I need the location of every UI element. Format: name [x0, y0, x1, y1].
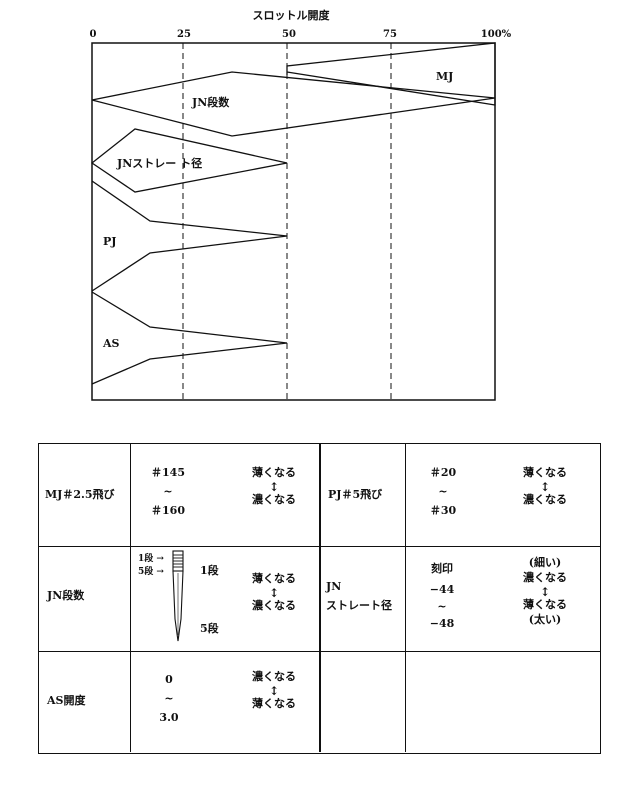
pj-effect: 薄くなる ↕ 濃くなる — [516, 466, 574, 508]
as-values: 0 ~ 3.0 — [149, 673, 189, 726]
mj-effect-richer: 濃くなる — [252, 492, 296, 506]
jn-steps-label: JN段数 — [47, 589, 85, 602]
jn-straight-label: JN ストレート径 — [326, 580, 392, 614]
jn-steps-effect-leaner: 薄くなる — [252, 572, 296, 585]
pj-label: PJ＃5飛び — [328, 488, 383, 501]
table-col-divider-2 — [319, 444, 321, 752]
up-down-arrow-icon: ↕ — [539, 479, 551, 494]
jn-straight-value-max: −48 — [429, 616, 455, 630]
jn-steps-effect-richer: 濃くなる — [252, 598, 296, 612]
jn-straight-thick: (太い) — [528, 612, 562, 626]
jn-straight-values: 刻印 −44 ~ −48 — [417, 562, 467, 631]
jn-steps-band-shape — [91, 71, 496, 137]
as-value-max: 3.0 — [159, 710, 179, 724]
pj-values: ＃20 ~ ＃30 — [423, 466, 463, 519]
as-value-min: 0 — [165, 673, 173, 686]
pj-effect-leaner: 薄くなる — [523, 466, 567, 479]
as-effect-richer: 濃くなる — [252, 670, 296, 683]
tick-label-0: 0 — [90, 29, 97, 40]
up-down-arrow-icon: ↕ — [268, 585, 280, 600]
jn-straight-thin: (細い) — [528, 556, 562, 569]
needle-step5-marker: 5段 → — [138, 567, 164, 577]
needle-step5-label: 5段 — [138, 567, 154, 577]
mj-effect-leaner: 薄くなる — [252, 466, 296, 479]
mj-label: MJ＃2.5飛び — [45, 488, 115, 501]
jn-straight-band-shape — [90, 128, 288, 193]
diagram-title: スロットル開度 — [253, 8, 331, 22]
jn-straight-label-line1: JN — [326, 580, 342, 593]
band-label-as: AS — [102, 337, 120, 350]
jn-straight-effect-leaner: 薄くなる — [523, 597, 567, 611]
as-band-shape — [91, 291, 288, 385]
mj-effect: 薄くなる ↕ 濃くなる — [245, 466, 303, 508]
jn-straight-value-range: ~ — [437, 599, 447, 613]
jn-step-bottom: 5段 — [200, 622, 219, 635]
band-label-mj: MJ — [436, 70, 453, 83]
band-label-jn-steps: JN段数 — [191, 95, 230, 109]
up-down-arrow-icon: ↕ — [539, 584, 551, 599]
jn-steps-effect: 薄くなる ↕ 濃くなる — [245, 572, 303, 614]
as-effect: 濃くなる ↕ 薄くなる — [245, 670, 303, 712]
jn-straight-marking-header: 刻印 — [431, 562, 453, 575]
settings-table: MJ＃2.5飛び ＃145 ~ ＃160 薄くなる ↕ 濃くなる PJ＃5飛び … — [38, 443, 601, 754]
pj-effect-richer: 濃くなる — [523, 492, 567, 506]
tick-label-50: 50 — [282, 29, 296, 40]
needle-step1-label: 1段 — [138, 554, 154, 564]
pj-value-max: ＃30 — [429, 503, 457, 517]
pj-value-min: ＃20 — [429, 466, 457, 479]
jn-straight-label-line2: ストレート径 — [326, 598, 392, 612]
table-col-divider-1 — [130, 444, 131, 752]
jn-straight-effect: (細い) 濃くなる ↕ 薄くなる (太い) — [514, 556, 576, 627]
jn-straight-effect-richer: 濃くなる — [523, 570, 567, 584]
band-label-jn-straight: JNストレー ト径 — [116, 156, 202, 170]
up-down-arrow-icon: ↕ — [268, 683, 280, 698]
throttle-opening-diagram: スロットル開度 0 25 50 75 100% MJ JN段数 JNストレー ト… — [90, 8, 512, 401]
as-value-range: ~ — [164, 691, 174, 705]
table-col-divider-3 — [405, 444, 406, 752]
jet-needle-icon — [172, 550, 184, 642]
tick-label-25: 25 — [177, 29, 191, 40]
as-label: AS開度 — [47, 694, 86, 707]
as-effect-leaner: 薄くなる — [252, 696, 296, 710]
mj-value-range: ~ — [163, 484, 173, 498]
pj-band-shape — [91, 180, 288, 292]
band-label-pj: PJ — [103, 235, 116, 248]
jn-step-top: 1段 — [200, 564, 219, 577]
diagram-frame — [91, 42, 496, 401]
mj-values: ＃145 ~ ＃160 — [145, 466, 191, 519]
tick-label-75: 75 — [383, 29, 397, 40]
needle-step1-marker: 1段 → — [138, 554, 164, 564]
mj-band-shape — [286, 42, 496, 106]
mj-value-max: ＃160 — [151, 503, 185, 517]
up-down-arrow-icon: ↕ — [268, 479, 280, 494]
mj-value-min: ＃145 — [151, 466, 185, 479]
tick-label-100: 100% — [481, 29, 512, 40]
jn-straight-value-min: −44 — [429, 582, 455, 596]
pj-value-range: ~ — [438, 484, 448, 498]
